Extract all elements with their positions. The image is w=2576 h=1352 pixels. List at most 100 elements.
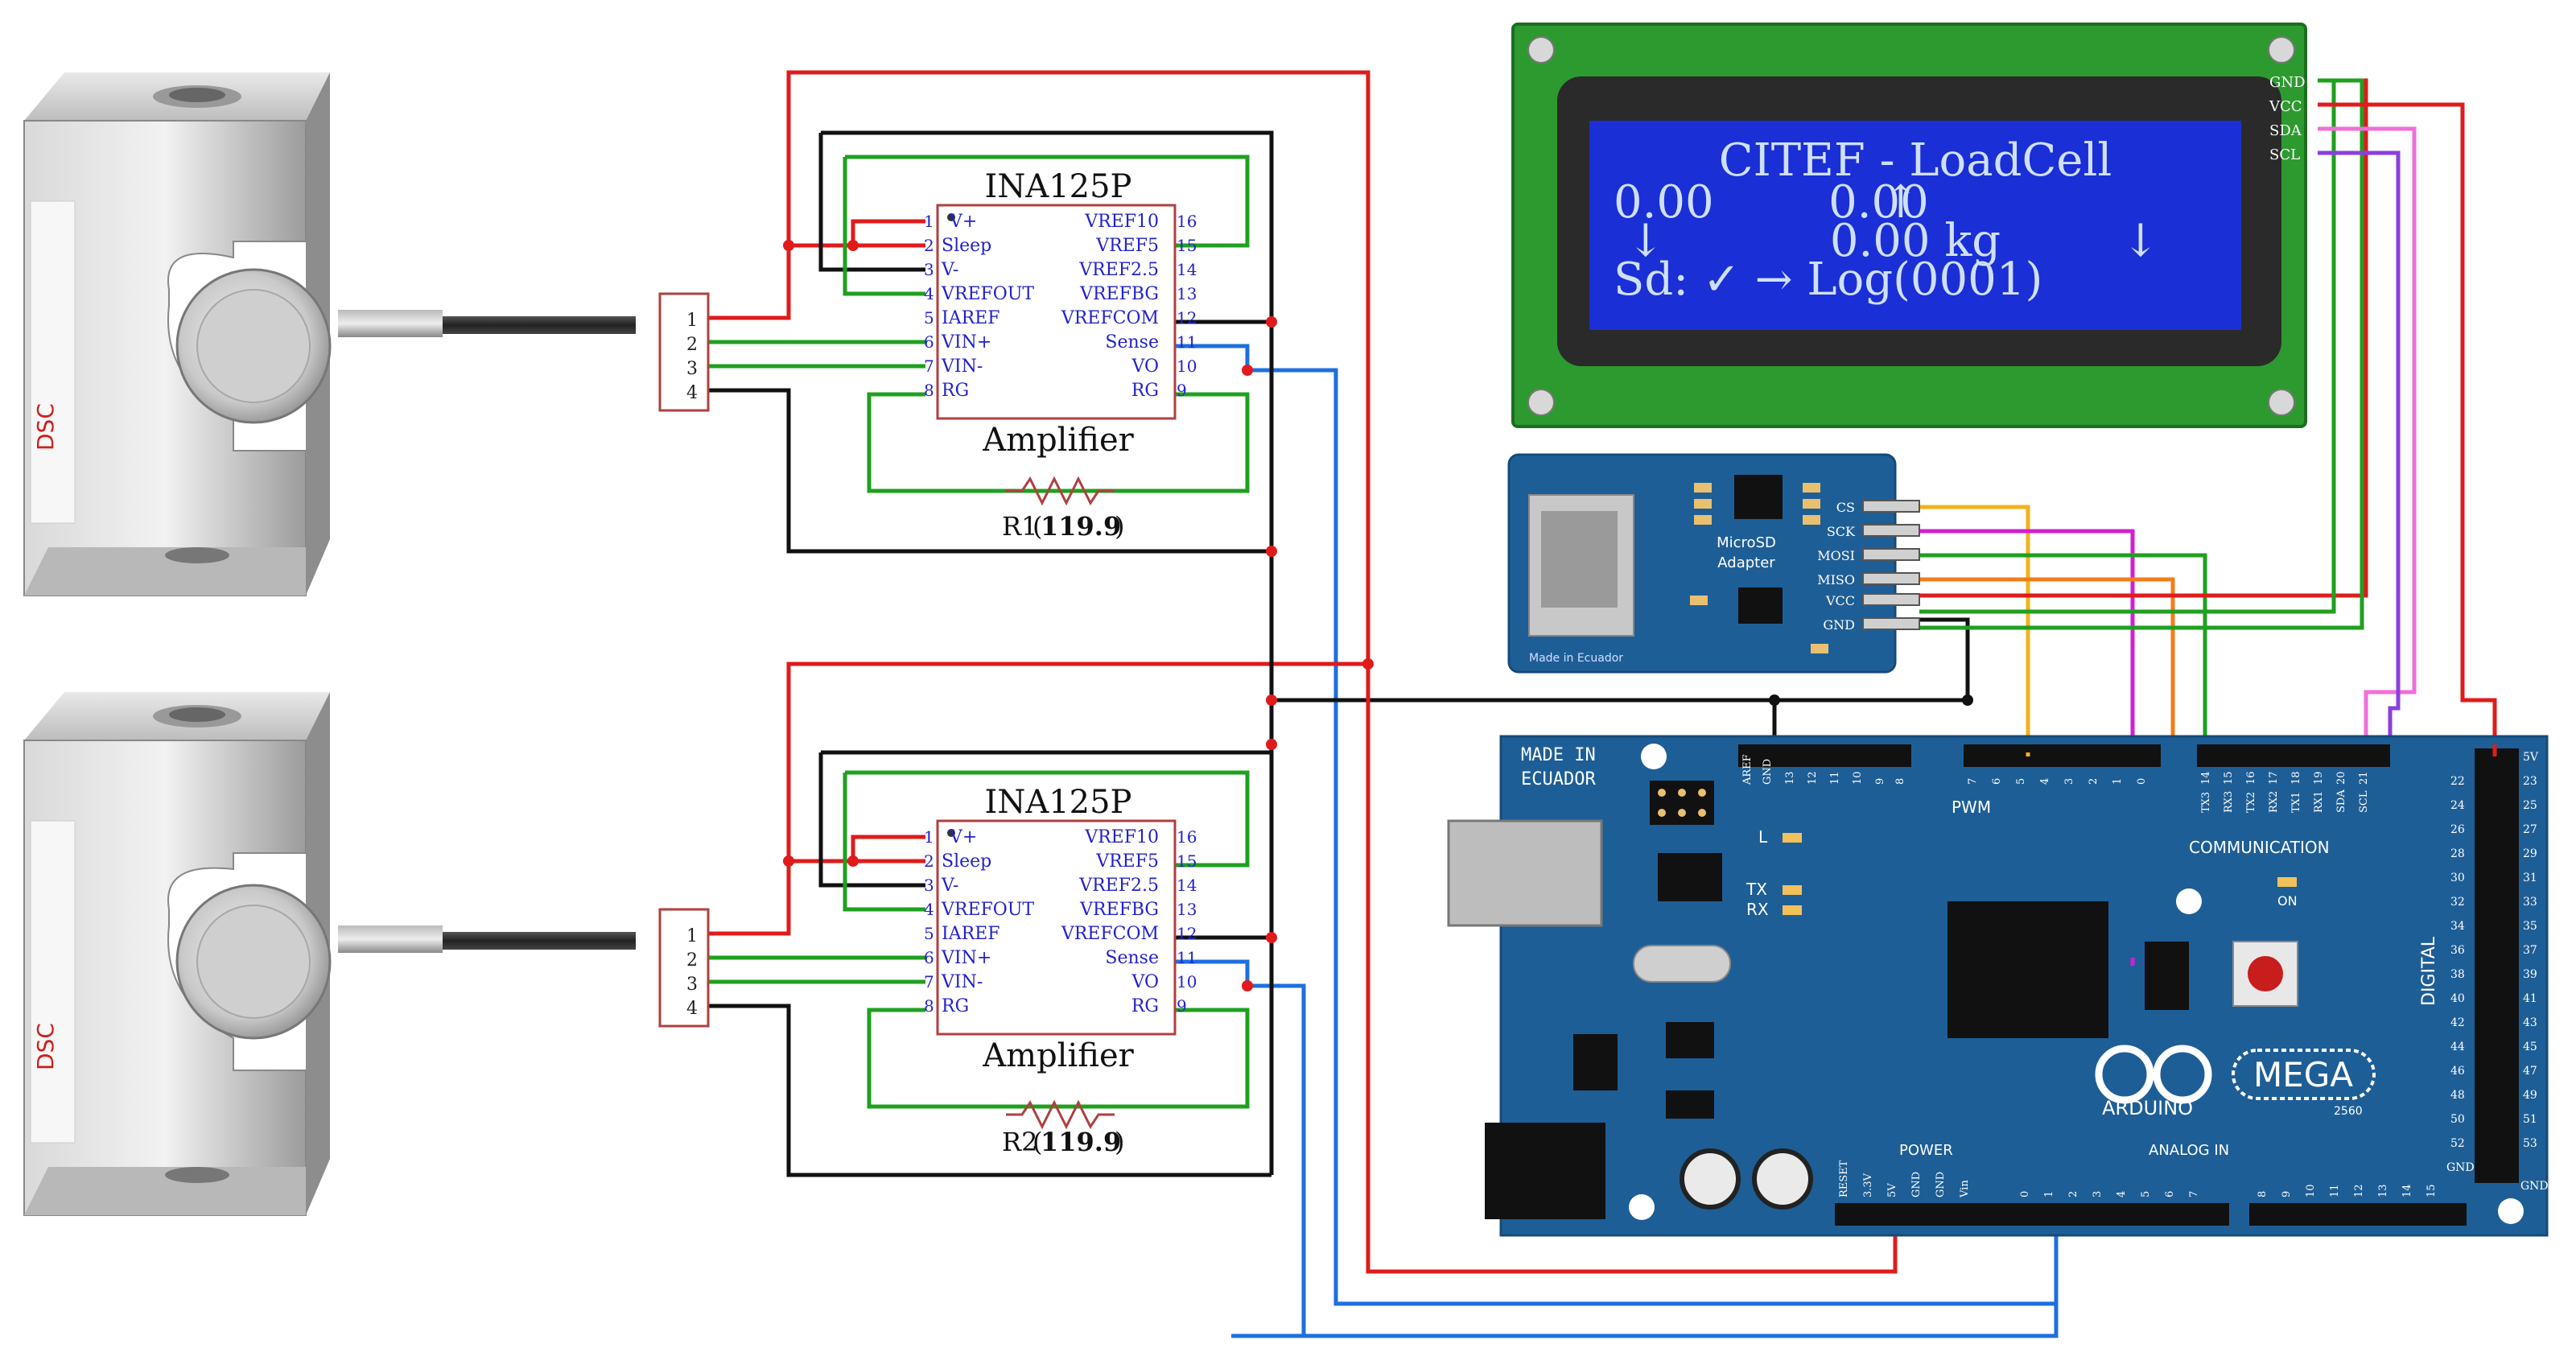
amplifier-label: Amplifier [982,1037,1134,1074]
gnd-dot [1769,695,1973,706]
header-top-left [1738,744,1911,767]
pin-label: RG [942,381,969,401]
pin-label: 11 [1829,771,1841,785]
pin-label: 0 [2019,1191,2031,1197]
pin-label: Sense [1105,332,1159,352]
arduino-model-sub: 2560 [2334,1105,2363,1118]
pin-label: 17 [2268,771,2280,785]
sd-title: MicroSD [1717,534,1776,551]
lcd-arrow-down-left: ↓ [1627,215,1665,267]
arduino-mega-board: MADE IN ECUADOR L TX RX ON [1447,735,2549,1237]
load-cell-top: DSC [23,72,636,596]
resistor-value: 119.9 [1041,511,1121,542]
pin-label: 9 [2281,1191,2293,1197]
pin-label: 5 [2015,778,2027,785]
load-cell-brand: DSC [32,403,59,451]
load-cell-brand: DSC [32,1023,59,1070]
lcd-arrow-down-right: ↓ [2122,215,2160,267]
pin-label: VREFBG [1079,900,1159,920]
pin-label: 7 [2188,1191,2200,1197]
sd-pin-label: MISO [1817,572,1855,587]
sd-footer: Made in Ecuador [1529,652,1623,665]
pin-label: 12 [2353,1184,2365,1197]
pin-label: SCL [2358,790,2370,813]
pin-number: 9 [1177,381,1187,400]
pin-label: 3 [2063,778,2075,785]
lcd-pin-label: SDA [2269,122,2302,139]
pin-label: VREF2.5 [1078,876,1159,896]
pin-label: RG [1131,996,1159,1016]
connector-pin: 1 [686,926,698,946]
resistor-name: R2 [1002,1127,1037,1157]
lcd-weight: 0.00 kg [1830,215,2001,267]
mount-hole [1641,744,1667,769]
chip-body [936,819,1177,1036]
header-power [1835,1203,2024,1226]
dc-jack [1485,1123,1605,1219]
pin-number: 14 [1177,876,1197,895]
pin-label: 44 [2450,1041,2465,1053]
country-label: ECUADOR [1521,769,1596,789]
chip-body [936,204,1177,420]
pin-label: 10 [1852,771,1864,785]
connector-1 [658,292,710,412]
pin-label: 8 [1894,778,1906,785]
pin-label: 14 [2200,771,2212,785]
screw-icon [2268,36,2295,64]
pin-label: Sense [1105,948,1159,968]
pin-label: 5 [2140,1191,2152,1197]
pin-label: RG [942,996,969,1016]
pin-label: VIN+ [941,948,991,968]
pin-label: V+ [949,212,977,232]
pin-label: 45 [2523,1041,2537,1053]
pin-label: VREFCOM [1061,308,1159,328]
pin-number: 5 [924,924,934,943]
lcd-pin-label: SCL [2269,146,2300,163]
pin-label: VO [1131,357,1159,377]
pin-label: VO [1131,972,1159,992]
chip-name: INA125P [985,784,1132,821]
digital-label: DIGITAL [2419,936,2439,1006]
analog-in-label: ANALOG IN [2149,1142,2229,1159]
pin-label: Sleep [942,236,991,256]
connector-pin: 4 [686,999,698,1019]
led-tx-label: TX [1745,880,1767,899]
mount-hole [1629,1194,1655,1220]
sd-pin-label: MOSI [1817,548,1855,563]
pin-label: VREFCOM [1061,924,1159,944]
pin-number: 2 [924,236,934,255]
pin-label: 13 [2377,1184,2389,1197]
pin-label: 3.3V [1862,1173,1874,1197]
pin-label: VIN- [941,972,983,992]
sd-pin-label: GND [1823,617,1855,633]
pin-number: 13 [1177,900,1197,919]
pin-number: 14 [1177,260,1197,279]
made-in-label: MADE IN [1521,745,1596,765]
pin-label: VREF10 [1084,212,1159,232]
pin-label: GND [2446,1161,2475,1174]
pin-number: 4 [924,284,934,303]
sd-subtitle: Adapter [1717,554,1775,571]
pin-label: 27 [2523,823,2537,836]
wire-endpoints [2026,744,2497,966]
pin-label: RESET [1838,1160,1850,1197]
arduino-brand: ARDUINO [2102,1097,2193,1119]
header-digital [2475,748,2519,1183]
pin-label: 36 [2450,944,2465,957]
pin-label: 12 [1807,771,1819,785]
header-communication [2197,744,2390,767]
lcd-screen [1589,121,2241,330]
lcd-line-2: 0.00 0.00 [1614,176,1929,229]
pin-label: RG [1131,381,1159,401]
pin-label: 13 [1784,771,1796,785]
resistor-name: R1 [1002,511,1037,542]
pin-number: 11 [1177,332,1197,352]
pin-label: 5V [1886,1183,1898,1197]
pin-number: 6 [924,332,934,352]
pin-number: 8 [924,996,934,1016]
screw-icon [1527,36,1555,64]
pin-label: GND [1935,1172,1947,1197]
pin-label: 30 [2450,872,2465,884]
pin-label: GND [1910,1172,1923,1197]
